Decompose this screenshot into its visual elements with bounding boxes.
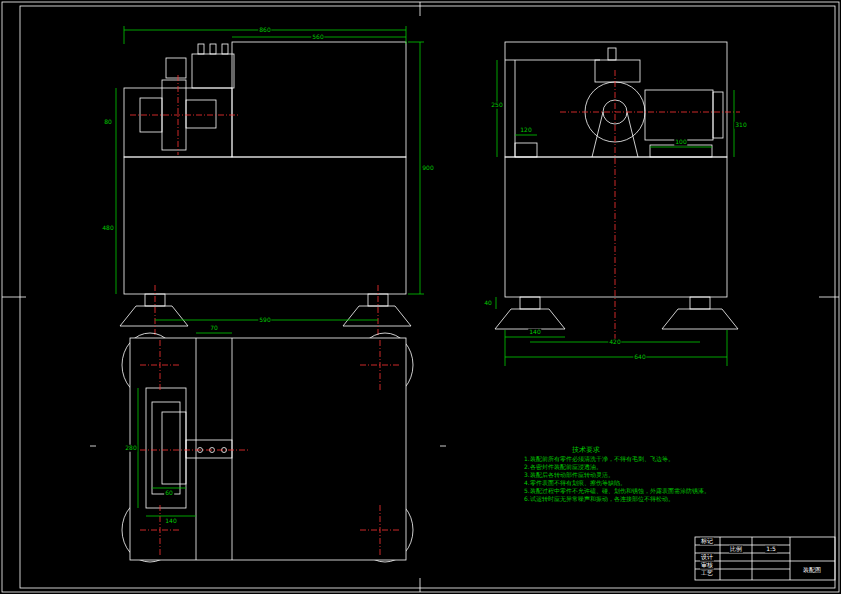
dimension-text: 140 (164, 518, 177, 525)
title-block-cell: 工艺 (700, 570, 714, 577)
dimension-text: 250 (490, 102, 503, 109)
dimension-text: 280 (124, 445, 137, 452)
technical-note: 5.装配过程中零件不允许磕、碰、划伤和锈蚀，外露表面需涂防锈漆。 (523, 488, 711, 495)
dimension-text: 100 (674, 139, 687, 146)
title-block-cell: 装配图 (802, 567, 822, 574)
title-block-cell: 设计 (700, 554, 714, 561)
technical-note: 6.试运转时应无异常噪声和振动，各连接部位不得松动。 (523, 496, 675, 503)
dimension-text: 640 (633, 354, 646, 361)
dimension-text: 420 (608, 339, 621, 346)
dimension-text: 40 (483, 300, 493, 307)
front-view (120, 42, 411, 326)
title-block-cell: 标记 (700, 538, 714, 545)
side-view (495, 42, 738, 329)
technical-note: 2.各密封件装配前应浸透油。 (523, 464, 603, 471)
dimension-text: 140 (528, 329, 541, 336)
technical-note: 3.装配后各转动部件应转动灵活。 (523, 472, 615, 479)
top-view (122, 333, 413, 562)
dimension-text: 60 (164, 490, 174, 497)
technical-note: 1.装配前所有零件必须清洗干净，不得有毛刺、飞边等。 (523, 456, 675, 463)
title-block-cell: 比例 (729, 546, 743, 553)
dimension-text: 860 (258, 27, 271, 34)
title-block-cell: 1:5 (765, 546, 777, 553)
title-block-cell: 审核 (700, 562, 714, 569)
dimension-text: 590 (258, 317, 271, 324)
dimension-text: 560 (311, 34, 324, 41)
dimension-text: 480 (101, 225, 114, 232)
dimension-text: 80 (103, 119, 113, 126)
dimension-text: 120 (519, 127, 532, 134)
title-block (695, 537, 835, 580)
dimension-text: 技术要求 (571, 447, 601, 455)
dimension-text: 310 (734, 122, 747, 129)
technical-note: 4.零件表面不得有划痕、擦伤等缺陷。 (523, 480, 627, 487)
dimension-text: 900 (421, 165, 434, 172)
dimension-text: 70 (209, 325, 219, 332)
